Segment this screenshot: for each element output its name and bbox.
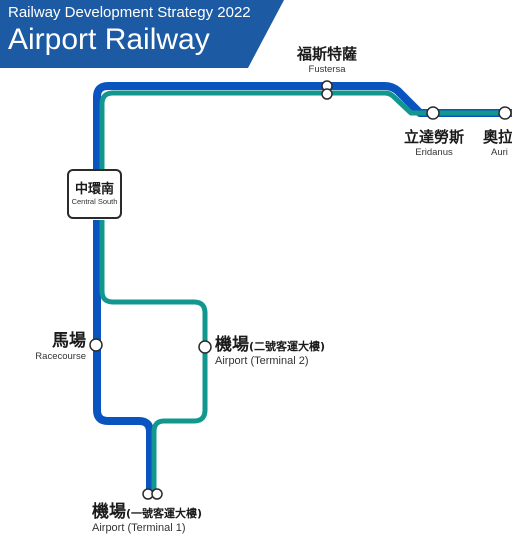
station-racecourse-dot[interactable]: [89, 338, 103, 352]
station-eridanus-label[interactable]: 立達勞斯 Eridanus: [396, 126, 472, 158]
station-central-south[interactable]: 中環南 Central South: [67, 169, 122, 219]
station-terminal1-label[interactable]: 機場(一號客運大樓) Airport (Terminal 1): [92, 497, 202, 534]
station-terminal1-dot-2[interactable]: [151, 488, 163, 500]
station-eridanus-en: Eridanus: [415, 147, 453, 158]
station-fustersa-dot-2[interactable]: [321, 88, 333, 100]
station-racecourse-zh: 馬場: [52, 331, 86, 351]
station-terminal2-label[interactable]: 機場(二號客運大樓) Airport (Terminal 2): [215, 330, 325, 367]
station-eridanus-dot[interactable]: [426, 106, 440, 120]
station-racecourse-label[interactable]: 馬場 Racecourse: [10, 326, 86, 362]
station-auri-dot[interactable]: [498, 106, 512, 120]
subtitle: Railway Development Strategy 2022: [8, 4, 251, 21]
station-central-south-en: Central South: [71, 197, 118, 206]
station-terminal1-en: Airport (Terminal 1): [92, 522, 186, 534]
station-auri-label[interactable]: 奧拉 Auri: [483, 126, 512, 158]
station-fustersa-label[interactable]: 福斯特薩 Fustersa: [287, 43, 367, 75]
page-title: Airport Railway: [8, 23, 210, 56]
station-fustersa-en: Fustersa: [308, 64, 346, 75]
station-terminal2-zh: 機場: [215, 335, 249, 355]
title-banner: [0, 0, 284, 68]
station-fustersa-zh: 福斯特薩: [296, 45, 357, 63]
station-terminal1-zh: 機場: [92, 502, 126, 522]
station-racecourse-en: Racecourse: [35, 351, 86, 362]
station-terminal2-zh-sub: (二號客運大樓): [249, 340, 326, 353]
station-terminal2-en: Airport (Terminal 2): [215, 355, 309, 367]
blue-line-upper: [93, 82, 512, 180]
station-terminal2-dot[interactable]: [198, 340, 212, 354]
blue-line-lower: [93, 220, 154, 492]
teal-line-branch: [99, 220, 208, 492]
teal-line-upper: [99, 90, 512, 180]
station-auri-en: Auri: [491, 147, 508, 158]
station-central-south-zh: 中環南: [74, 182, 114, 197]
station-eridanus-zh: 立達勞斯: [403, 128, 464, 146]
station-terminal1-zh-sub: (一號客運大樓): [126, 507, 203, 520]
station-auri-zh: 奧拉: [483, 128, 512, 146]
